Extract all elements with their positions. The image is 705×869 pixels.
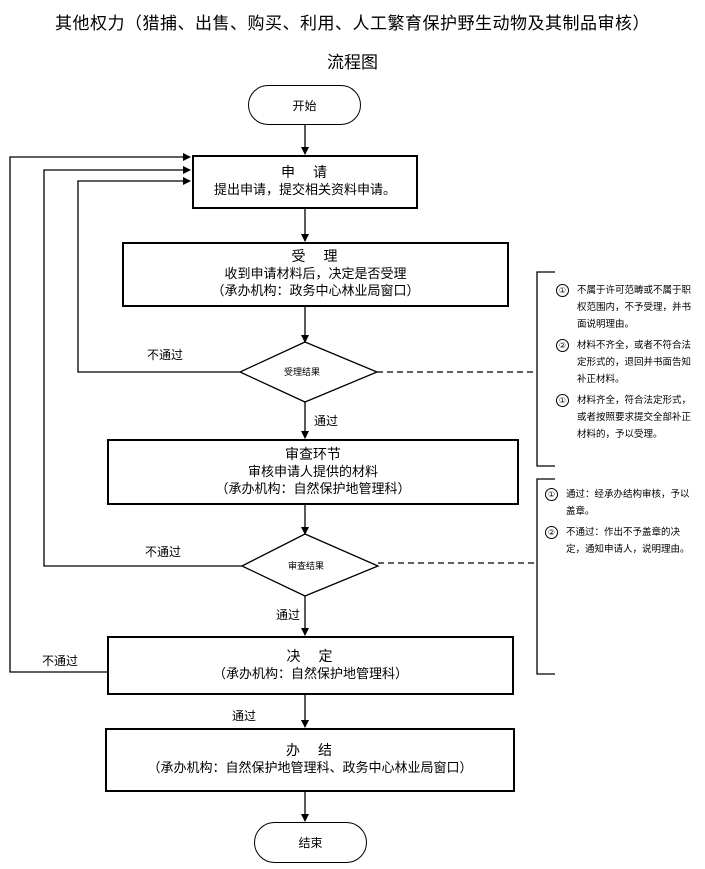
note-review-item: ① 通过：经承办结构审核，予以盖章。 bbox=[545, 486, 695, 520]
note-review-item: ② 不通过：作出不予盖章的决定，通知申请人，说明理由。 bbox=[545, 524, 695, 558]
decide-org: （承办机构：自然保护地管理科） bbox=[212, 666, 408, 682]
note-review-bracket bbox=[536, 478, 555, 675]
accept-desc: 收到申请材料后，决定是否受理 bbox=[224, 267, 407, 282]
review-desc: 审核申请人提供的材料 bbox=[247, 464, 378, 480]
edge-accept-fail-loop bbox=[77, 177, 240, 373]
apply-desc: 提出申请，提交相关资料申请。 bbox=[213, 183, 396, 198]
end-node: 结束 bbox=[254, 822, 367, 863]
note-accept-item: ② 材料不齐全，或者不符合法定形式的，退回并书面告知补正材料。 bbox=[556, 337, 698, 388]
finish-head: 办 结 bbox=[286, 743, 334, 759]
note-text: 通过：经承办结构审核，予以盖章。 bbox=[566, 489, 690, 517]
note-accept-bracket bbox=[536, 271, 555, 467]
edge-label-decide-pass: 通过 bbox=[232, 709, 257, 723]
decide-head: 决 定 bbox=[286, 648, 335, 665]
apply-box: 申 请 提出申请，提交相关资料申请。 bbox=[192, 155, 418, 209]
start-node: 开始 bbox=[248, 85, 361, 125]
note-text: 材料不齐全，或者不符合法定形式的，退回并书面告知补正材料。 bbox=[577, 340, 692, 385]
edge-label-review-fail: 不通过 bbox=[145, 545, 182, 559]
page-title: 其他权力（猎捕、出售、购买、利用、人工繁育保护野生动物及其制品审核） bbox=[55, 14, 650, 34]
note-text: 不通过：作出不予盖章的决定，通知申请人，说明理由。 bbox=[566, 527, 690, 555]
edge-review-fail-loop bbox=[43, 166, 242, 567]
accept-box: 受 理 收到申请材料后，决定是否受理 （承办机构：政务中心林业局窗口） bbox=[122, 242, 509, 307]
note-number: ① bbox=[556, 284, 569, 297]
decide-box: 决 定 （承办机构：自然保护地管理科） bbox=[107, 636, 514, 695]
note-text: 材料齐全，符合法定形式，或者按照要求提交全部补正材料的，予以受理。 bbox=[577, 395, 692, 440]
finish-box: 办 结 （承办机构：自然保护地管理科、政务中心林业局窗口） bbox=[105, 728, 515, 792]
accept-org: （承办机构：政务中心林业局窗口） bbox=[211, 284, 420, 299]
review-head: 审查环节 bbox=[285, 446, 341, 463]
page-subtitle: 流程图 bbox=[327, 53, 378, 73]
note-number: ① bbox=[556, 394, 569, 407]
end-label: 结束 bbox=[298, 836, 323, 850]
note-review: ① 通过：经承办结构审核，予以盖章。 ② 不通过：作出不予盖章的决定，通知申请人… bbox=[545, 486, 695, 558]
review-org: （承办机构：自然保护地管理科） bbox=[215, 481, 411, 497]
edge-label-decide-fail: 不通过 bbox=[42, 654, 79, 668]
decision-review-shape bbox=[240, 533, 380, 597]
decision-accept-shape bbox=[238, 341, 379, 403]
apply-head: 申 请 bbox=[281, 165, 329, 181]
decision-accept-label: 受理结果 bbox=[284, 368, 321, 378]
start-label: 开始 bbox=[292, 98, 317, 113]
note-number: ② bbox=[545, 526, 558, 539]
note-text: 不属于许可范畴或不属于职权范围内，不予受理，并书面说明理由。 bbox=[577, 285, 692, 330]
decision-review-label: 审查结果 bbox=[288, 562, 325, 572]
note-number: ① bbox=[545, 488, 558, 501]
accept-head: 受 理 bbox=[291, 249, 340, 265]
edge-decide-fail-loop bbox=[9, 153, 191, 673]
edge-label-accept-fail: 不通过 bbox=[147, 348, 184, 362]
edge-label-review-pass: 通过 bbox=[276, 608, 301, 622]
review-box: 审查环节 审核申请人提供的材料 （承办机构：自然保护地管理科） bbox=[107, 439, 519, 505]
finish-org: （承办机构：自然保护地管理科、政务中心林业局窗口） bbox=[147, 761, 473, 776]
note-accept-item: ① 材料齐全，符合法定形式，或者按照要求提交全部补正材料的，予以受理。 bbox=[556, 392, 698, 443]
note-accept-item: ① 不属于许可范畴或不属于职权范围内，不予受理，并书面说明理由。 bbox=[556, 282, 698, 333]
note-number: ② bbox=[556, 339, 569, 352]
edge-label-accept-pass: 通过 bbox=[314, 414, 339, 428]
note-accept: ① 不属于许可范畴或不属于职权范围内，不予受理，并书面说明理由。 ② 材料不齐全… bbox=[556, 282, 698, 443]
